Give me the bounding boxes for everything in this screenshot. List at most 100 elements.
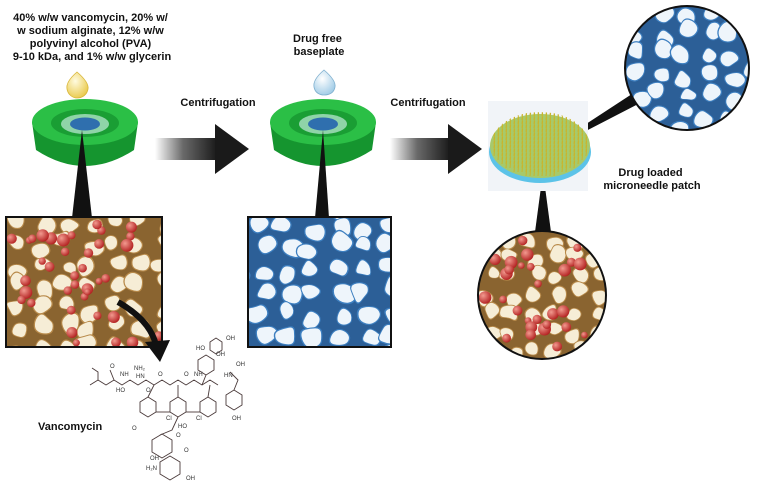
drug-matrix-drug-particle <box>38 257 46 265</box>
drug-matrix-pore <box>11 346 19 347</box>
zoom-drug-drug-particle <box>512 305 523 316</box>
centrifugation-label-1: Centrifugation <box>180 97 255 109</box>
zoom-free-pore <box>752 43 765 60</box>
atom-label: Cl <box>166 416 172 422</box>
zoom-drug-drug-particle <box>552 341 562 352</box>
free-matrix-pore <box>354 223 372 241</box>
drug-matrix-pore-rim <box>0 255 5 272</box>
zoom-drug-pore-rim <box>483 213 501 230</box>
free-matrix-pore <box>329 259 348 276</box>
free-matrix-pore <box>384 194 403 212</box>
zoom-free-pore <box>633 91 651 107</box>
atom-label: HO <box>178 424 187 430</box>
drug-matrix-pore <box>32 195 49 209</box>
zoom-drug-pore <box>488 266 500 278</box>
microneedle <box>573 160 576 169</box>
atom-label: OH <box>186 476 195 482</box>
drug-matrix-drug-particle <box>111 337 121 347</box>
zoom-free-pore <box>634 6 652 20</box>
zoom-drug-pore <box>615 360 630 375</box>
zoom-drug-pore-rim <box>461 303 476 320</box>
zoom-drug-pore <box>521 362 535 375</box>
drug-matrix-pore <box>59 193 74 208</box>
zoom-free-pore <box>751 29 765 50</box>
microneedle <box>581 152 584 161</box>
drug-matrix-pore <box>0 256 4 271</box>
free-matrix-pore <box>223 290 238 306</box>
drug-matrix-drug-particle <box>93 311 102 320</box>
zoom-free-pore <box>700 129 718 130</box>
microneedle <box>493 148 496 157</box>
zoom-free-pore <box>647 133 663 150</box>
drug-matrix-pore-rim <box>78 353 94 373</box>
microneedle <box>501 156 504 165</box>
zoom-free-pore <box>702 48 717 63</box>
drug-matrix-pore-rim <box>135 194 150 210</box>
zoom-drug-pore <box>488 367 500 377</box>
zoom-free-pore <box>604 53 619 65</box>
microneedle <box>529 168 532 177</box>
baseplate-line-1: Drug free <box>293 33 342 45</box>
drug-matrix-drug-particle <box>63 286 72 295</box>
zoom-free-pore-rim <box>606 1 622 18</box>
zoom-free-pore <box>626 0 639 2</box>
zoom-drug-pore <box>481 232 499 245</box>
free-matrix-pore <box>282 285 302 304</box>
zoom-drug-pore <box>567 364 581 377</box>
zoom-free-pore-rim <box>746 0 763 3</box>
drug-matrix-pore-rim <box>0 217 2 233</box>
atom-label: HN <box>224 373 233 379</box>
zoom-drug-pore-rim <box>521 212 537 227</box>
drug-matrix-pore <box>76 335 96 347</box>
zoom-drug-pore <box>571 282 588 297</box>
zoom-free-pore <box>599 28 616 43</box>
drug-matrix-pore <box>63 262 76 274</box>
zoom-free-pore <box>747 0 762 2</box>
zoom-drug-pore-rim <box>460 362 474 373</box>
zoom-drug-pore-rim <box>611 288 626 303</box>
free-matrix-pore <box>280 302 294 319</box>
zoom-free-pore <box>650 106 669 122</box>
drug-matrix-drug-particle <box>84 288 91 296</box>
zoom-drug-pore-rim <box>487 366 501 378</box>
zoom-drug-pore-rim <box>608 246 626 262</box>
zoom-drug-drug-particle <box>561 322 572 332</box>
drug-matrix-drug-particle <box>120 238 134 252</box>
drug-matrix-pore <box>7 217 24 228</box>
zoom-drug-pore-rim <box>614 323 629 338</box>
drug-matrix-pore-rim <box>0 199 1 214</box>
atom-label: HO <box>116 388 125 394</box>
zoom-free-pore <box>670 122 689 130</box>
free-matrix-pore <box>379 325 391 344</box>
drug-matrix-pore <box>33 296 52 314</box>
zoom-free-pore-rim <box>646 132 664 152</box>
zoom-drug-pore-rim <box>499 361 518 382</box>
drug-matrix-pore-rim <box>0 321 5 341</box>
microneedle <box>585 148 588 157</box>
atom-label: H₂N <box>146 466 157 472</box>
drug-matrix-drug-particle <box>70 280 80 289</box>
zoom-free-pore-rim <box>603 52 620 66</box>
zoom-drug-pore <box>612 289 626 302</box>
free-matrix-pore <box>255 266 274 280</box>
drug-matrix-drug-particle <box>92 219 102 230</box>
drug-matrix-drug-particle <box>56 233 70 247</box>
free-matrix-pore-rim <box>252 217 255 218</box>
zoom-free-pore-rim <box>656 0 674 1</box>
microneedle <box>557 164 560 173</box>
zoom-drug-pore-rim <box>452 224 472 245</box>
zoom-drug-pore <box>525 286 541 302</box>
zoom-free-pore <box>756 92 765 108</box>
drug-matrix-pore <box>136 195 149 209</box>
atom-label: O <box>158 372 163 378</box>
zoom-drug-pore-rim <box>478 251 481 266</box>
zoom-drug-pore <box>478 340 494 353</box>
zoom-drug-drug-particle <box>534 280 542 288</box>
zoom-drug-pore <box>550 245 566 263</box>
free-matrix-pore <box>380 217 391 233</box>
zoom-drug-pore <box>484 214 500 229</box>
zoom-drug-pore-rim <box>460 216 475 229</box>
drug-matrix-pore <box>110 255 127 270</box>
free-matrix-pore <box>351 283 368 303</box>
drug-matrix-drug-particle <box>125 221 137 233</box>
